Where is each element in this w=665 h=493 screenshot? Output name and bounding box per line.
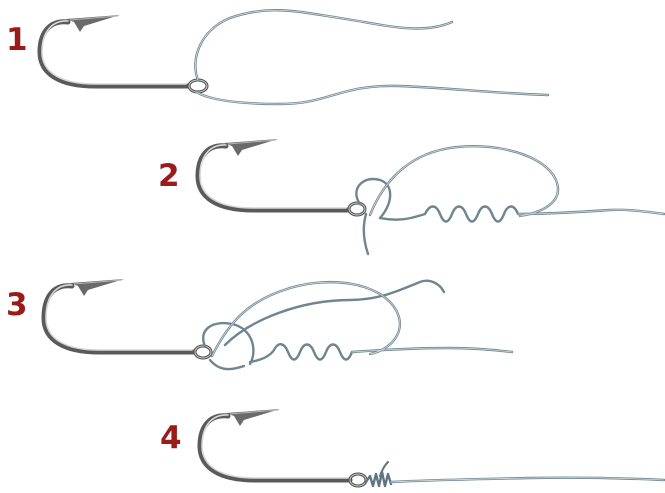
fishing-hook-icon [195,139,367,217]
fishing-line-icon [355,145,665,256]
step-4-number: 4 [160,420,182,456]
step-2-number: 2 [158,158,180,194]
step-2: 2 [158,139,665,256]
step-4: 4 [160,409,665,488]
fishing-hook-icon [41,279,213,360]
fishing-hook-icon [197,409,368,488]
fishing-line-icon [202,279,514,371]
fishing-line-icon [364,461,665,488]
step-3: 3 [6,279,514,371]
fishing-line-icon [194,9,550,106]
fishing-hook-icon [37,15,209,94]
step-1: 1 [6,9,550,106]
step-1-number: 1 [6,22,28,58]
step-3-number: 3 [6,287,28,323]
